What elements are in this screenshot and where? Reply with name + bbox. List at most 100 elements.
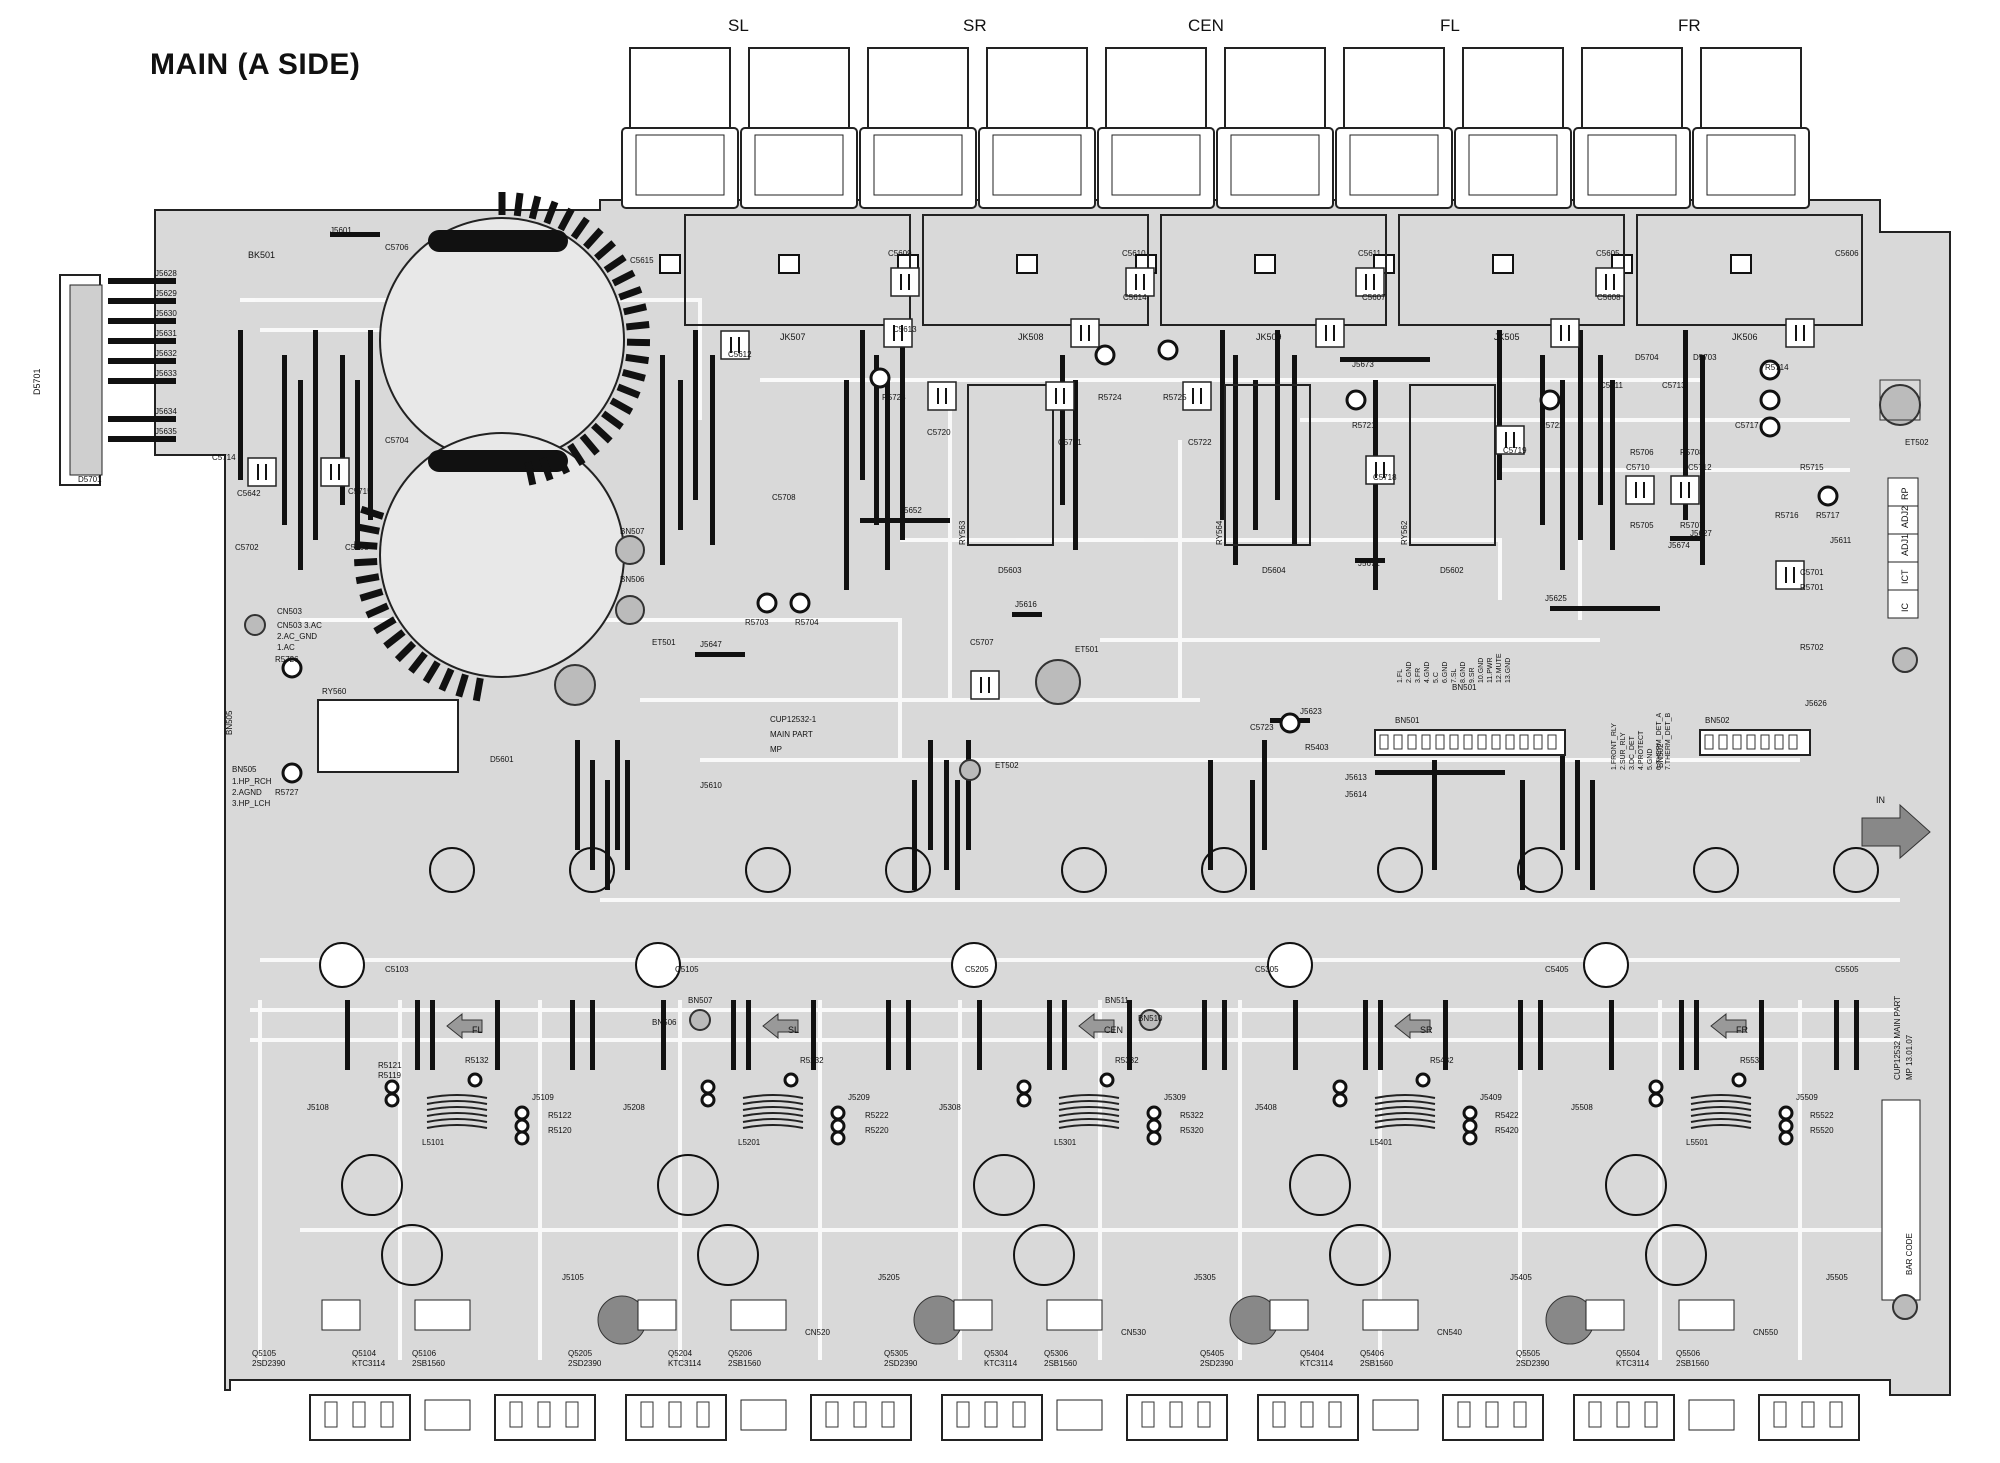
connector-pin [825, 1401, 839, 1428]
capacitor-footprint [1785, 318, 1815, 348]
jumper-wire [906, 1000, 911, 1070]
connector-pin-label: 3.HP_LCH [232, 799, 270, 808]
jumper-wire [368, 330, 373, 520]
jumper-wire [108, 358, 176, 364]
jumper-wire [693, 330, 698, 500]
mounting-hole [615, 595, 645, 625]
jumper-wire [108, 338, 176, 344]
rca-jack-body [1343, 47, 1445, 129]
mounting-hole [1879, 384, 1921, 426]
jumper-wire [1432, 760, 1437, 870]
header-pin [1533, 734, 1543, 750]
header-pin [1774, 734, 1784, 750]
transistor-footprint [745, 847, 791, 893]
resistor-label: R5222 [865, 1111, 889, 1120]
transistor-footprint [1013, 1224, 1075, 1286]
relay-body [967, 384, 1054, 546]
jumper-wire [590, 760, 595, 870]
jumper-wire [108, 436, 176, 442]
heatsink-fin [594, 240, 616, 261]
heatsink-fin [601, 410, 624, 430]
jumper-wire [731, 1000, 736, 1070]
connector-pin [1328, 1401, 1342, 1428]
stage-label: SR [1420, 1025, 1433, 1035]
relay-label: RY563 [958, 520, 967, 545]
amplifier-stages [247, 267, 1921, 1345]
jumper-wire [355, 380, 360, 550]
rca-jack-housing [1573, 127, 1691, 209]
jumper-wire [1679, 1000, 1684, 1070]
jumper-wire [1700, 355, 1705, 565]
jumper-wire [1012, 612, 1042, 617]
jumper-label: J5209 [848, 1093, 870, 1102]
heatsink-fin [567, 442, 586, 467]
heatsink-fin [394, 640, 417, 663]
capacitor-label: C5607 [1362, 293, 1386, 302]
capacitor-label: C5708 [772, 493, 796, 502]
jumper-wire [625, 760, 630, 870]
connector-pin-label: 6.THERM_DET_A [1656, 712, 1663, 770]
transistor-label: 2SD2390 [568, 1359, 602, 1368]
jumper-label: J5408 [1255, 1103, 1277, 1112]
jumper-wire [886, 1000, 891, 1070]
jumper-wire [977, 1000, 982, 1070]
transistor-footprint [569, 847, 615, 893]
transistor-label: Q5304 [984, 1349, 1009, 1358]
jumper-wire [1363, 1000, 1368, 1070]
header-pin [1449, 734, 1459, 750]
jumper-wire [1062, 1000, 1067, 1070]
heatsink-fin [583, 227, 604, 250]
jack-label: JK508 [1018, 332, 1044, 342]
jumper-wire [570, 1000, 575, 1070]
transistor-label: 2SD2390 [252, 1359, 286, 1368]
coil-winding [742, 1100, 804, 1105]
jack-label: JK509 [1256, 332, 1282, 342]
heatsink-fin [618, 286, 643, 301]
coil-winding [1374, 1124, 1436, 1129]
jumper-wire [900, 330, 905, 540]
table-label: ADJ2 [1900, 506, 1910, 528]
jumper-label: J5614 [1345, 790, 1367, 799]
coil-label: L5501 [1686, 1138, 1709, 1147]
jumper-wire [912, 780, 917, 890]
transistor-label: Q5406 [1360, 1349, 1385, 1358]
coil-winding [1690, 1118, 1752, 1123]
heatsink-fin [528, 195, 542, 220]
connector-pin [1197, 1401, 1211, 1428]
resistor-pad [1094, 344, 1116, 366]
connector-d5701 [59, 274, 103, 486]
capacitor-footprint [1045, 381, 1075, 411]
connector-label: BN506 [652, 1018, 677, 1027]
connector-pin-label: 2.AC_GND [277, 632, 317, 641]
jumper-wire [678, 380, 683, 530]
jumper-wire [282, 355, 287, 525]
heatsink-fin [570, 216, 590, 240]
adjustment-table [1887, 477, 1919, 619]
resistor-label: R5120 [548, 1126, 572, 1135]
resistor-pad [1415, 1072, 1431, 1088]
heatsink-fin [438, 667, 455, 692]
resistor-pad [830, 1130, 846, 1146]
jumper-label: J5611 [1830, 536, 1852, 545]
jumper-wire [661, 1000, 666, 1070]
jumper-wire [1518, 1000, 1523, 1070]
diode-label: D5603 [998, 566, 1022, 575]
coil-winding [742, 1112, 804, 1117]
capacitor-label: C5704 [385, 436, 409, 445]
connector-pin-label: 2.GND [1406, 662, 1413, 683]
jumper-wire [966, 740, 971, 850]
coil-winding [426, 1112, 488, 1117]
capacitor-label: C5714 [212, 453, 236, 462]
transistor-label: 2SD2390 [1516, 1359, 1550, 1368]
heatsink-fin [623, 303, 647, 316]
capacitor-label: C5609 [888, 249, 912, 258]
stage-label: SL [788, 1025, 799, 1035]
resistor-label: R5723 [882, 393, 906, 402]
capacitor-label: C5718 [1373, 473, 1397, 482]
rca-jack-housing [1335, 127, 1453, 209]
signal-arrow [1710, 1012, 1747, 1040]
transistor-pad [1362, 1299, 1419, 1331]
jack-pad [1016, 254, 1038, 274]
resistor-pad [514, 1118, 530, 1134]
jumper-wire [1262, 740, 1267, 850]
